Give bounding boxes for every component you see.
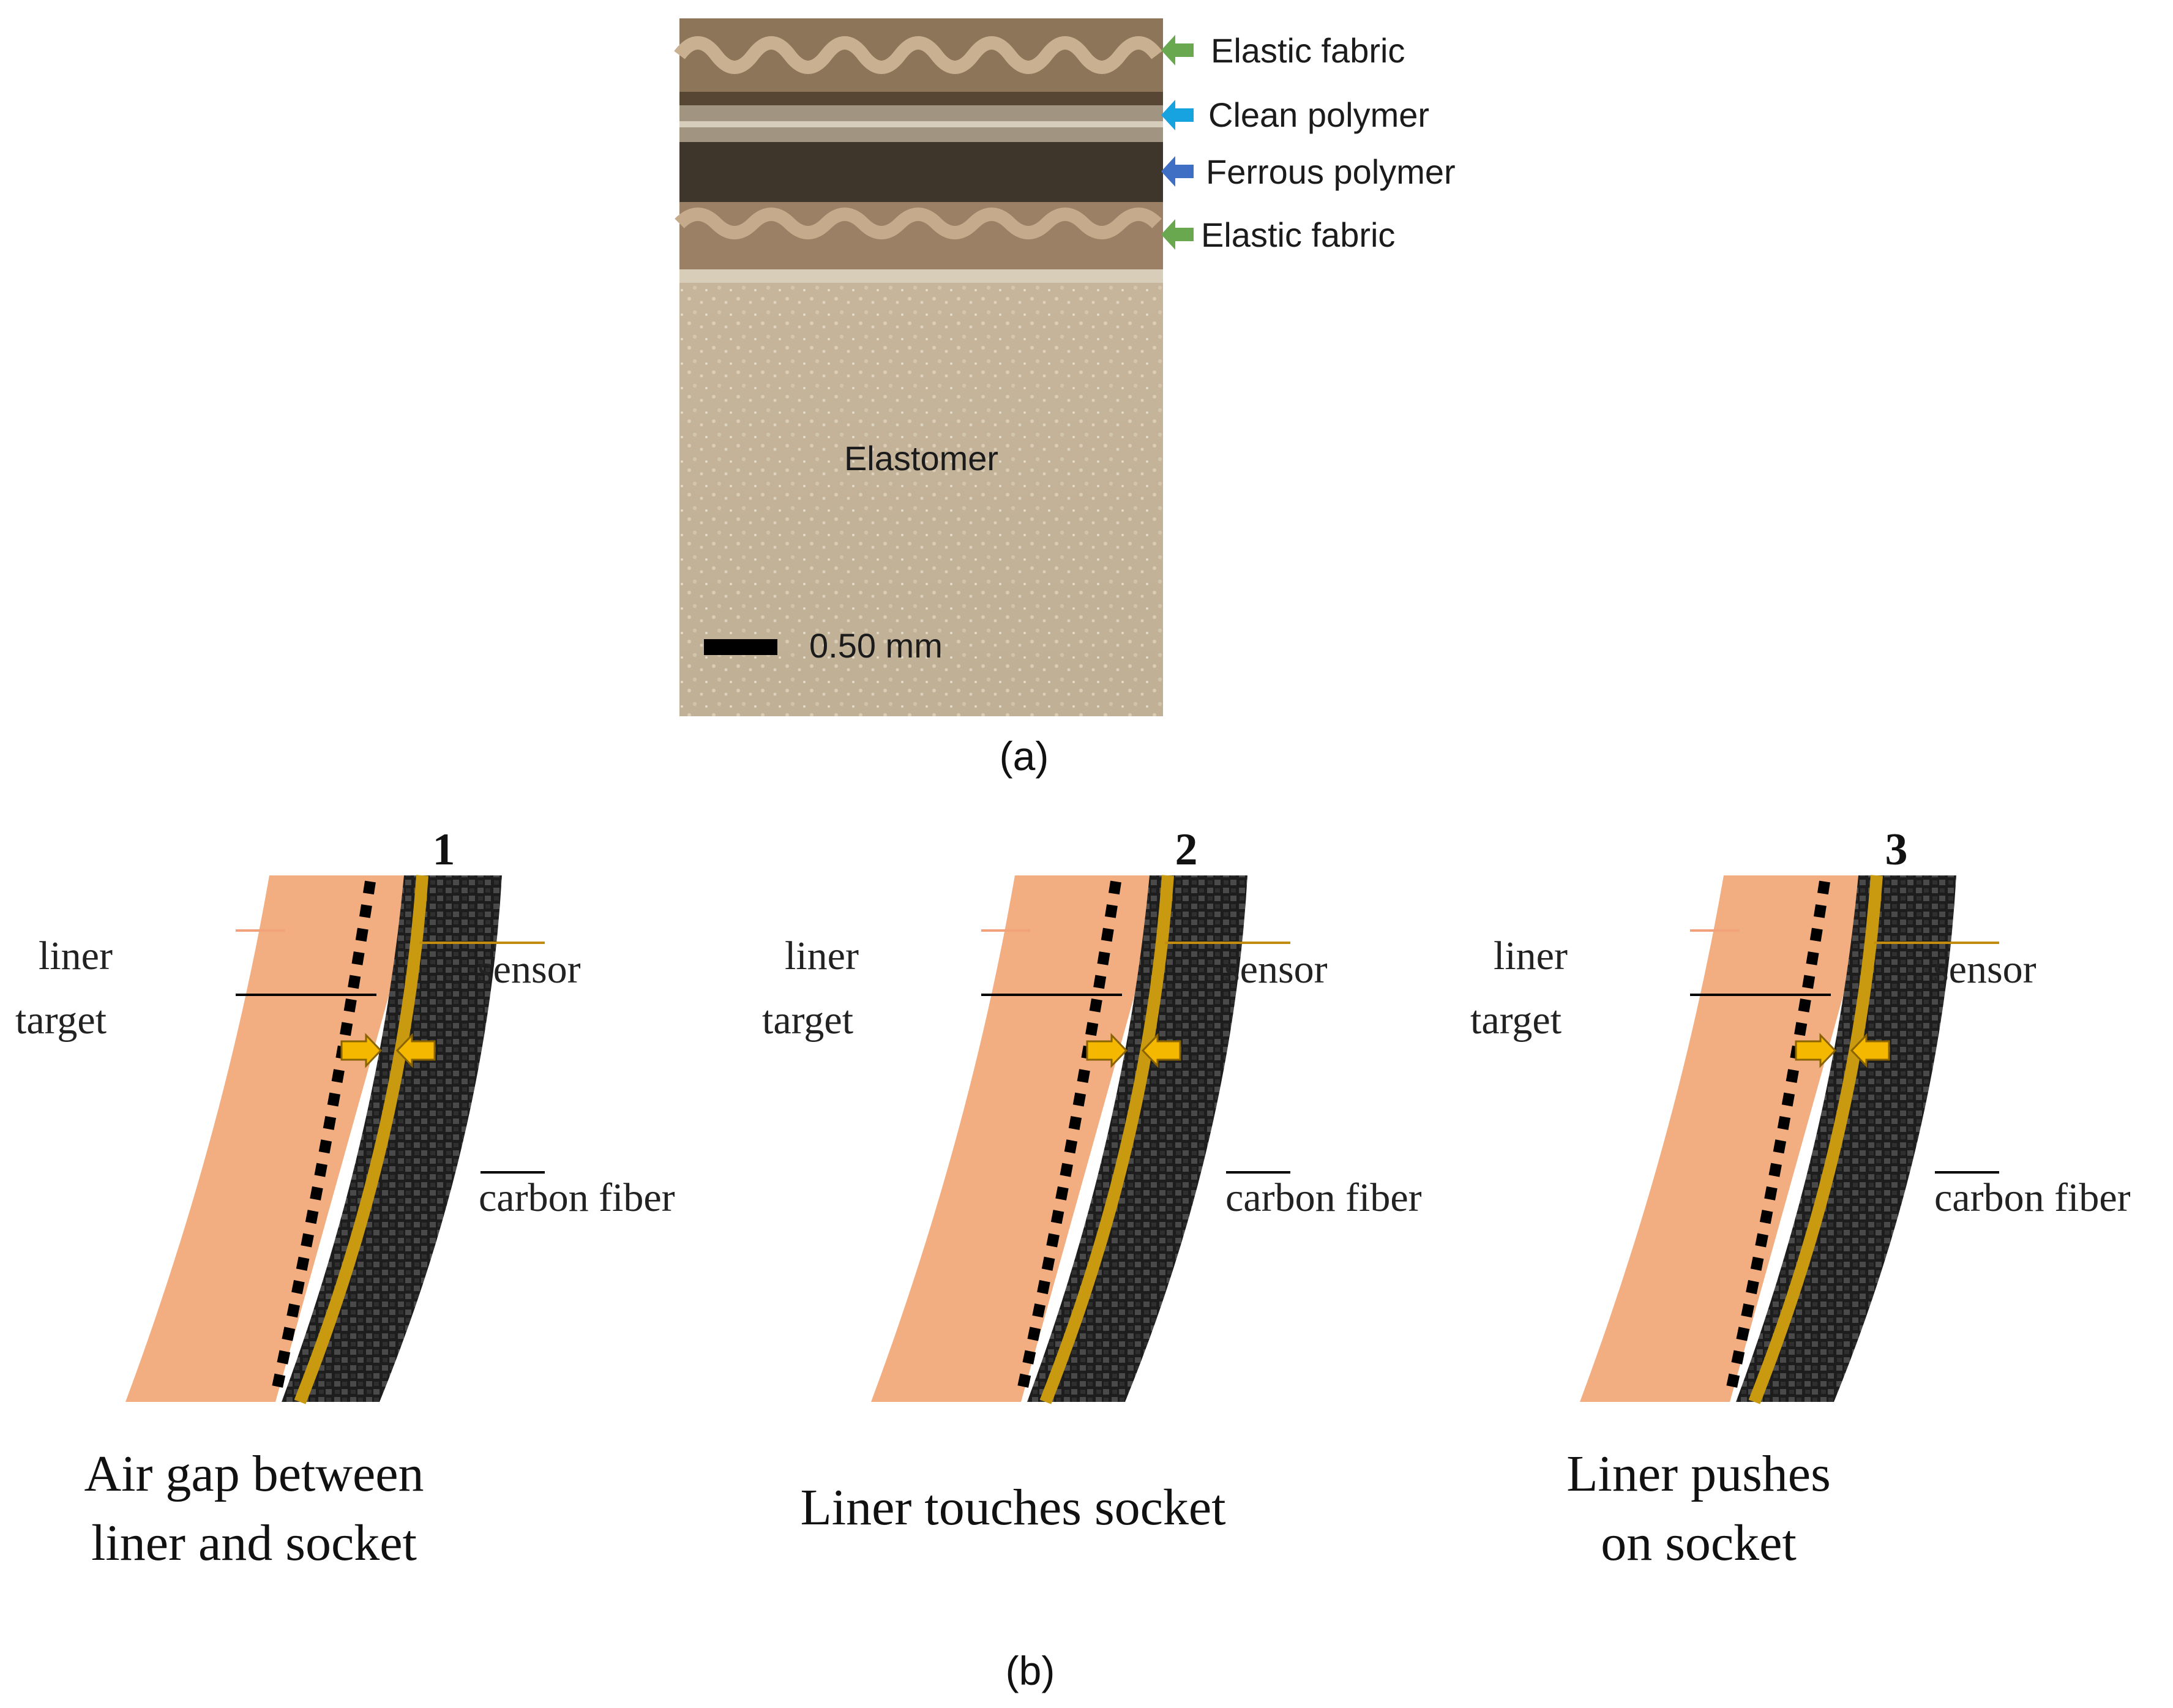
scale-bar-label: 0.50 mm [809, 626, 943, 665]
panel-b-caption: (b) [1006, 1648, 1055, 1693]
arrow-clean-polymer-icon [1161, 100, 1194, 130]
state-2: 2 liner target sensor carbon fiber Liner… [762, 825, 1422, 1536]
state-2-caption: Liner touches socket [800, 1479, 1225, 1536]
layer-label-elastic-fabric-top: Elastic fabric [1211, 31, 1405, 70]
layer-label-clean-polymer: Clean polymer [1208, 96, 1429, 134]
state-2-target-label: target [762, 998, 853, 1043]
arrow-elastic-fabric-bottom-icon [1161, 219, 1194, 250]
state-3-sensor-label: sensor [1933, 947, 2036, 992]
arrow-ferrous-polymer-icon [1161, 156, 1194, 187]
state-2-carbon-label: carbon fiber [1225, 1175, 1422, 1220]
state-3: 3 liner target sensor carbon fiber Liner… [1470, 825, 2131, 1571]
state-1-sensor-label: sensor [477, 947, 581, 992]
state-3-caption-line-2: on socket [1601, 1515, 1797, 1571]
state-3-carbon-label: carbon fiber [1934, 1175, 2131, 1220]
state-2-sensor-label: sensor [1224, 947, 1328, 992]
state-1-number: 1 [433, 825, 455, 875]
elastomer-label: Elastomer [844, 439, 998, 478]
arrow-elastic-fabric-top-icon [1161, 35, 1194, 66]
state-1-carbon-label: carbon fiber [479, 1175, 675, 1220]
layer-label-ferrous-polymer: Ferrous polymer [1206, 152, 1456, 191]
state-1-target-label: target [15, 998, 107, 1043]
state-1-liner-label: liner [39, 934, 113, 978]
panel-b: 1 liner target sensor carbon fiber Air g… [15, 825, 2131, 1693]
state-1-caption-line-2: liner and socket [91, 1515, 417, 1571]
cross-section-photo [674, 18, 1163, 716]
state-1-caption-line-1: Air gap between [84, 1445, 424, 1502]
state-3-caption-line-1: Liner pushes [1566, 1445, 1831, 1502]
state-3-liner-label: liner [1494, 934, 1568, 978]
panel-a: Elastomer 0.50 mm Elastic fabric Clean p… [674, 18, 1456, 779]
scale-bar [704, 639, 777, 655]
state-2-number: 2 [1175, 825, 1198, 875]
state-2-liner-label: liner [785, 934, 859, 978]
state-3-target-label: target [1470, 998, 1561, 1043]
state-3-number: 3 [1885, 825, 1908, 875]
panel-a-caption: (a) [1000, 733, 1049, 779]
layer-label-elastic-fabric-bottom: Elastic fabric [1201, 215, 1395, 254]
state-1: 1 liner target sensor carbon fiber Air g… [15, 825, 675, 1571]
